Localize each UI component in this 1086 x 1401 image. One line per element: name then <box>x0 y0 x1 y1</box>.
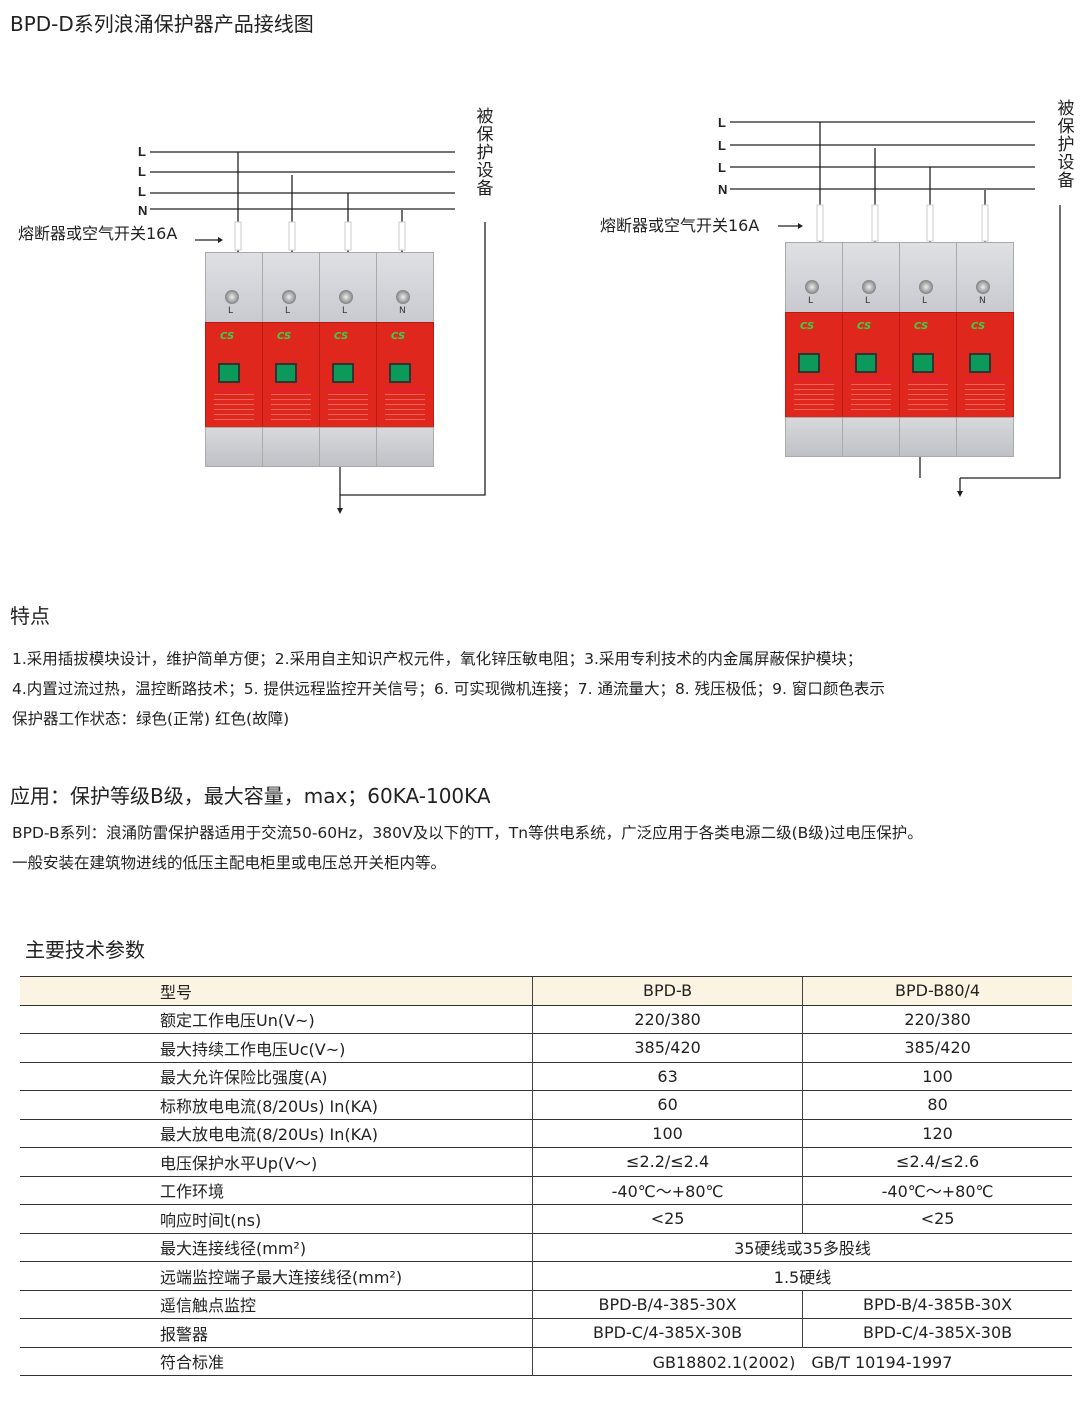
application-line: 一般安装在建筑物进线的低压主配电柜里或电压总开关柜内等。 <box>12 854 447 872</box>
fuse-label: 熔断器或空气开关16A <box>600 216 760 235</box>
line-label: N <box>718 182 728 197</box>
features-heading: 特点 <box>10 604 50 628</box>
fuse-label: 熔断器或空气开关16A <box>18 224 178 243</box>
application-line: BPD-B系列：浪涌防雷保护器适用于交流50-60Hz，380V及以下的TT，T… <box>12 824 923 842</box>
table-row: 工作环境-40℃～+80℃-40℃～+80℃ <box>20 1175 1072 1205</box>
table-row: 响应时间t(ns)<25<25 <box>20 1204 1072 1233</box>
line-label: L <box>138 184 146 199</box>
protected-device-label: 被保护设备 <box>476 107 494 199</box>
line-label: L <box>718 160 726 175</box>
table-row: 远端监控端子最大连接线径(mm²)1.5硬线 <box>20 1261 1072 1290</box>
page-title: BPD-D系列浪涌保护器产品接线图 <box>10 12 314 36</box>
protected-device-label: 被保护设备 <box>1057 99 1075 191</box>
table-row: 最大连接线径(mm²)35硬线或35多股线 <box>20 1232 1072 1262</box>
line-label: L <box>718 138 726 153</box>
line-label: N <box>138 203 148 218</box>
specs-heading: 主要技术参数 <box>25 938 145 962</box>
application-heading: 应用：保护等级B级，最大容量，max；60KA-100KA <box>10 784 491 808</box>
table-row: 电压保护水平Up(V～)≤2.2/≤2.4≤2.4/≤2.6 <box>20 1147 1072 1176</box>
line-label: L <box>718 115 726 130</box>
line-label: L <box>138 144 146 159</box>
features-line: 4.内置过流过热，温控断路技术；5. 提供远程监控开关信号；6. 可实现微机连接… <box>12 680 885 698</box>
wiring-diagrams <box>150 121 1061 514</box>
features-line: 1.采用插拔模块设计，维护简单方便；2.采用自主知识产权元件，氧化锌压敏电阻；3… <box>12 650 863 668</box>
features-line: 保护器工作状态：绿色(正常) 红色(故障) <box>12 710 290 728</box>
line-label: L <box>138 164 146 179</box>
